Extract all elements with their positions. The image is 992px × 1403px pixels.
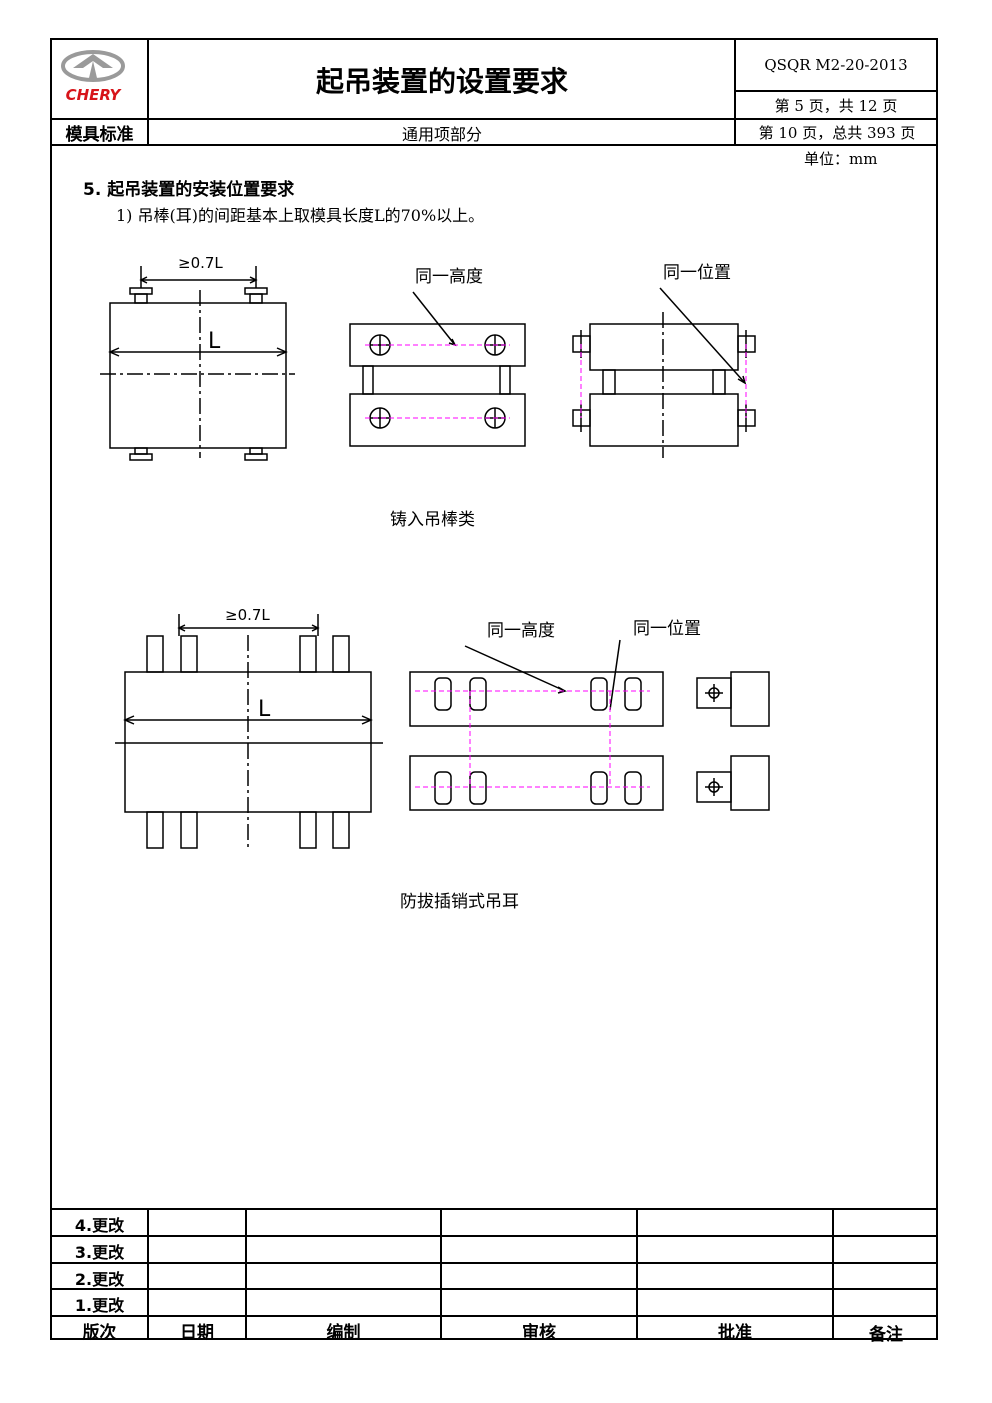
same-position-label: 同一位置 [633, 619, 701, 639]
same-height-label: 同一高度 [487, 621, 555, 641]
figure-caption: 防拔插销式吊耳 [400, 892, 519, 912]
table-header-remarks: 备注 [869, 1325, 903, 1345]
figure-anti-pull-lifting-lug: ≥0.7L L 同一高度 同一位置 [105, 600, 775, 860]
section-label: 通用项部分 [401, 125, 482, 144]
revision-table-line [50, 1262, 938, 1264]
revision-row-label: 3.更改 [74, 1243, 125, 1262]
revision-table-line [636, 1208, 638, 1340]
revision-table-line [50, 1208, 938, 1210]
header-divider [50, 118, 938, 120]
length-label: L [208, 329, 221, 354]
unit-label: 单位：mm [804, 150, 878, 168]
category-label: 模具标准 [65, 125, 134, 145]
spacing-label: ≥0.7L [178, 254, 223, 272]
revision-table-line [50, 1288, 938, 1290]
revision-table-line [50, 1315, 938, 1317]
figure-caption: 铸入吊棒类 [390, 510, 475, 530]
header-divider [734, 90, 938, 92]
page-info: 第 5 页，共 12 页 [774, 97, 898, 115]
table-header-date: 日期 [180, 1323, 214, 1343]
section-heading: 5. 起吊装置的安装位置要求 [83, 180, 295, 200]
length-label: L [258, 697, 271, 722]
revision-table-line [147, 1208, 149, 1340]
revision-table-line [440, 1208, 442, 1340]
spacing-label: ≥0.7L [225, 606, 270, 624]
revision-row-label: 4.更改 [74, 1216, 125, 1235]
table-header-version: 版次 [82, 1323, 117, 1343]
logo-text: CHERY [66, 86, 123, 104]
doc-code: QSQR M2-20-2013 [764, 56, 908, 74]
document-title: 起吊装置的设置要求 [315, 65, 568, 98]
table-header-author: 编制 [326, 1323, 361, 1343]
header-divider [50, 144, 938, 146]
table-header-approve: 批准 [718, 1323, 752, 1343]
header-divider [147, 38, 149, 146]
table-header-review: 审核 [522, 1323, 556, 1343]
header-divider [734, 38, 736, 146]
item-text: 1) 吊棒(耳)的间距基本上取模具长度L的70%以上。 [116, 206, 485, 225]
page-frame [50, 38, 938, 1340]
revision-row-label: 1.更改 [74, 1296, 125, 1315]
revision-table-line [245, 1208, 247, 1340]
chery-logo: CHERY [55, 44, 145, 114]
total-page-info: 第 10 页，总共 393 页 [758, 124, 916, 142]
revision-table-line [50, 1235, 938, 1237]
same-height-label: 同一高度 [415, 267, 483, 287]
revision-row-label: 2.更改 [74, 1270, 125, 1289]
figure-cast-lifting-rod: ≥0.7L L 同一高度 同一位置 [95, 248, 795, 468]
same-position-label: 同一位置 [663, 263, 731, 283]
revision-table-line [832, 1208, 834, 1340]
